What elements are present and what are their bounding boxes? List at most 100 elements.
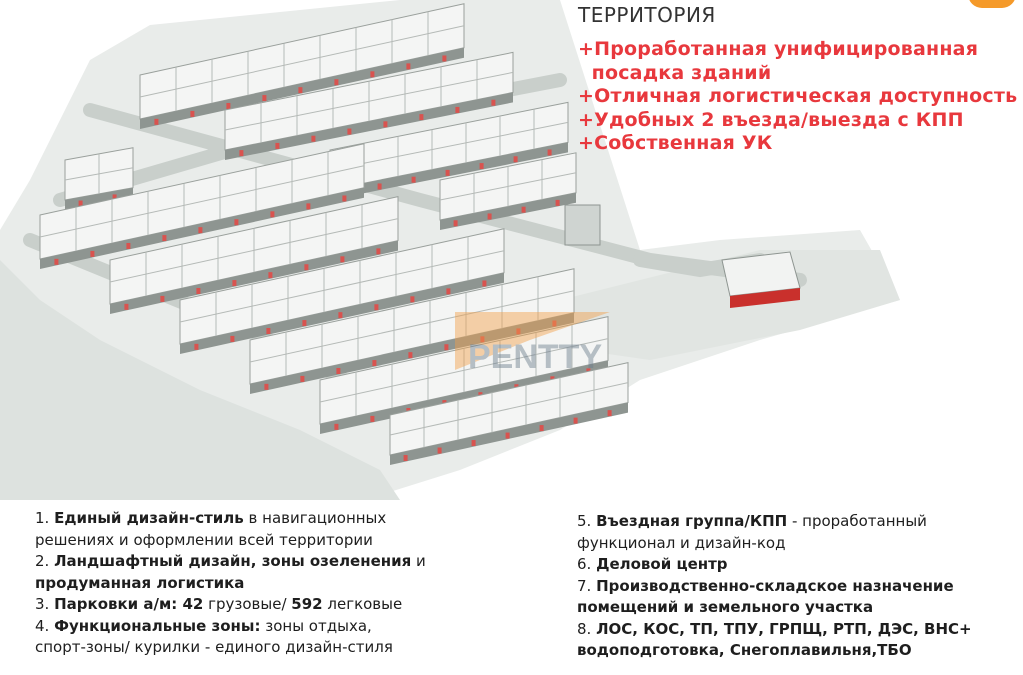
warehouse-facade [110, 240, 398, 314]
dock-door [190, 110, 195, 117]
dock-door [539, 425, 544, 432]
dock-door [573, 417, 578, 424]
dock-door [126, 242, 131, 249]
feature-item-3: 3. Парковки а/м: 42 грузовые/ 592 легков… [35, 595, 403, 613]
dock-door [487, 213, 492, 220]
advantage-item: посадка зданий [578, 61, 772, 84]
watermark-text: PENTTY [468, 338, 602, 376]
dock-door [479, 163, 484, 170]
dock-door [268, 272, 273, 279]
features-list-right: 5. Въездная группа/КПП - проработанный ф… [577, 511, 1017, 662]
roof-seam [224, 71, 514, 131]
dock-door [372, 360, 377, 367]
warehouse-block [64, 147, 134, 210]
dock-door [374, 304, 379, 311]
dock-door [453, 220, 458, 227]
dock-door [160, 295, 165, 302]
dock-door [555, 199, 560, 206]
dock-door [232, 280, 237, 287]
feature-item-1: 1. Единый дизайн-стиль в навигационных р… [35, 509, 387, 549]
dock-door [376, 248, 381, 255]
roof-seam [109, 218, 399, 283]
territory-heading: ТЕРРИТОРИЯ [578, 3, 716, 27]
industrial-park-site-plan: PENTTY [0, 0, 900, 500]
dock-door [198, 227, 203, 234]
dock-door [455, 106, 460, 113]
warehouse-buildings [39, 3, 629, 465]
dock-door [406, 63, 411, 70]
warehouse-block [389, 362, 629, 465]
feature-item-6: 6. Деловой центр [577, 555, 728, 573]
dock-door [521, 206, 526, 213]
roof-seam [249, 290, 575, 363]
dock-door [442, 55, 447, 62]
roof-seam [439, 172, 577, 201]
warehouse-block [249, 268, 575, 394]
dock-door [419, 114, 424, 121]
warehouse-block [179, 228, 505, 354]
dock-door [266, 327, 271, 334]
dock-door [411, 176, 416, 183]
dock-door [54, 258, 59, 265]
dock-door [90, 250, 95, 257]
dock-door [480, 336, 485, 343]
dock-door [338, 312, 343, 319]
warehouse-facade [225, 92, 513, 160]
checkpoint-building [564, 204, 801, 308]
dock-door [408, 352, 413, 359]
dock-door [513, 156, 518, 163]
dock-door [552, 320, 557, 327]
dock-door [547, 149, 552, 156]
dock-door [607, 410, 612, 417]
dock-door [505, 432, 510, 439]
dock-door [239, 150, 244, 157]
dock-door [298, 87, 303, 94]
dock-door [336, 367, 341, 374]
business-center [564, 204, 601, 246]
roof-seam [319, 338, 609, 403]
dock-door [306, 203, 311, 210]
dock-door [196, 287, 201, 294]
dock-door [410, 296, 415, 303]
roof-seam [139, 25, 465, 98]
dock-door [230, 335, 235, 342]
dock-door [194, 343, 199, 350]
dock-door [304, 264, 309, 271]
feature-item-7: 7. Производственно-складское назначение … [577, 576, 954, 617]
roof-seam [329, 121, 569, 171]
dock-door [334, 423, 339, 430]
dock-door [370, 415, 375, 422]
checkpoint-facade [730, 288, 800, 308]
advantage-item: +Собственная УК [578, 132, 773, 154]
dock-door [154, 118, 159, 125]
watermark-logo: PENTTY [455, 312, 610, 376]
dock-door [403, 455, 408, 462]
dock-door [437, 447, 442, 454]
dock-door [300, 375, 305, 382]
dock-door [444, 344, 449, 351]
dock-door [124, 303, 129, 310]
dock-door [370, 71, 375, 78]
dock-door [516, 328, 521, 335]
warehouse-block [224, 51, 514, 160]
dock-door [482, 280, 487, 287]
advantages-list: +Проработанная унифицированная посадка з… [578, 38, 1023, 156]
brand-corner-badge [968, 0, 1016, 8]
dock-door [302, 320, 307, 327]
warehouse-facade [440, 192, 576, 230]
dock-door [446, 288, 451, 295]
dock-door [383, 121, 388, 128]
advantage-item: +Проработанная унифицированная [578, 38, 979, 60]
dock-door [264, 383, 269, 390]
dock-door [471, 440, 476, 447]
features-list-left: 1. Единый дизайн-стиль в навигационных р… [35, 508, 475, 659]
dock-door [78, 200, 83, 207]
roof-seam [39, 165, 365, 238]
feature-item-4: 4. Функциональные зоны: зоны отдыха, спо… [35, 616, 393, 657]
dock-door [262, 95, 267, 102]
dock-door [270, 211, 275, 218]
advantage-item: +Удобных 2 въезда/выезда с КПП [578, 108, 964, 131]
feature-item-5: 5. Въездная группа/КПП - проработанный ф… [577, 512, 927, 552]
dock-door [275, 142, 280, 149]
roof-seam [179, 250, 505, 323]
